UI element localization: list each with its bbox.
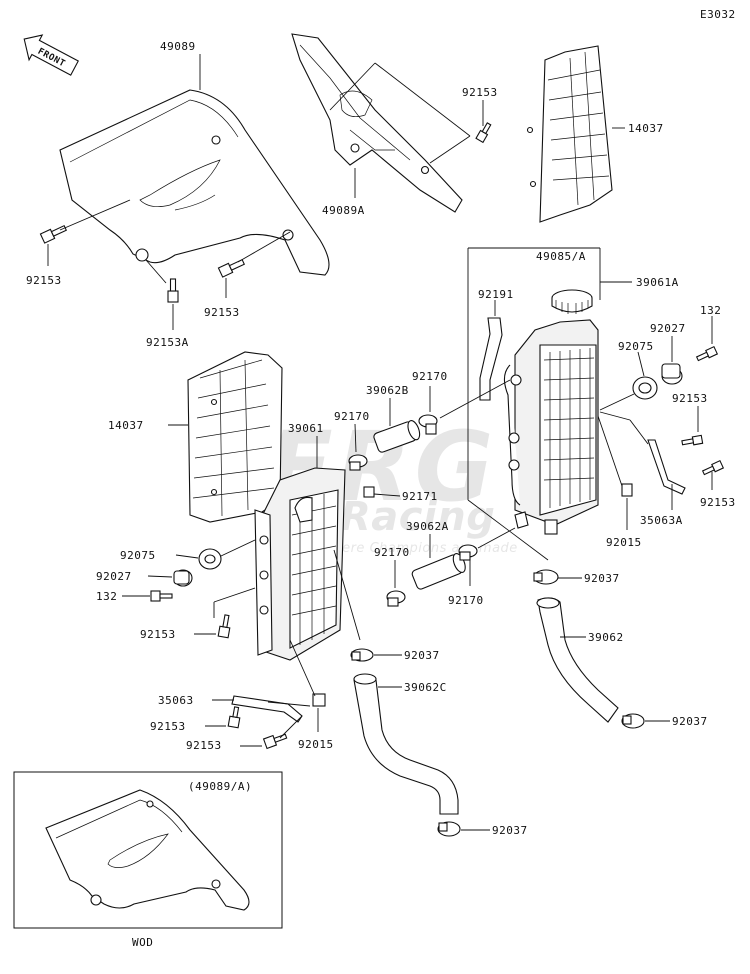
collar-92027-right[interactable] (661, 363, 683, 385)
clamp-92170-b[interactable] (348, 454, 368, 471)
label-132-right: 132 (700, 304, 721, 317)
clamp-92170-d[interactable] (458, 544, 478, 561)
grommet-92075-left[interactable] (198, 548, 222, 570)
label-92153-top: 92153 (462, 86, 498, 99)
radiator-grille-14037-top[interactable] (526, 45, 613, 223)
hose-39062c[interactable] (353, 673, 459, 815)
nut-92015-left[interactable] (312, 693, 326, 707)
label-92153-left-4: 92153 (150, 720, 186, 733)
diagram-id: E3032 (700, 8, 736, 21)
label-92191: 92191 (478, 288, 514, 301)
bolt-92153-right-2[interactable] (701, 459, 725, 477)
hose-39062a[interactable] (411, 552, 468, 590)
hose-39062[interactable] (536, 597, 619, 723)
label-39062: 39062 (588, 631, 624, 644)
label-92037-c: 92037 (672, 715, 708, 728)
bracket-35063[interactable] (231, 695, 303, 723)
nut-92015-right[interactable] (621, 483, 633, 497)
label-92153-left: 92153 (26, 274, 62, 287)
bolt-92153-mid[interactable] (217, 257, 246, 278)
bolt-92153a[interactable] (167, 278, 179, 303)
label-92153-right-1: 92153 (672, 392, 708, 405)
label-35063: 35063 (158, 694, 194, 707)
hose-39062b[interactable] (373, 419, 422, 453)
shroud-cover-49089a[interactable] (291, 33, 463, 213)
label-39062c: 39062C (404, 681, 447, 694)
label-92015-left: 92015 (298, 738, 334, 751)
watermark-brand-sub: Racing (340, 494, 495, 540)
bolt-92153-left[interactable] (39, 223, 68, 244)
label-39062b: 39062B (366, 384, 409, 397)
label-92153-left-3: 92153 (140, 628, 176, 641)
label-14037-left: 14037 (108, 419, 144, 432)
clamp-92170-a[interactable] (418, 414, 438, 435)
label-49089: 49089 (160, 40, 196, 53)
label-49089a: 49089A (322, 204, 365, 217)
shroud-49089a-variant[interactable] (45, 789, 250, 911)
radiator-39061a[interactable] (503, 319, 599, 535)
radiator-shroud-49089[interactable] (59, 89, 330, 276)
collar-92027-left[interactable] (173, 569, 193, 587)
front-arrow-icon: FRONT (23, 34, 79, 76)
label-14037-top: 14037 (628, 122, 664, 135)
watermark-tagline: Where Champions are made (320, 541, 518, 556)
label-92037-a: 92037 (404, 649, 440, 662)
label-35063a: 35063A (640, 514, 683, 527)
label-92153-right-2: 92153 (700, 496, 736, 509)
nut-92171[interactable] (363, 486, 375, 498)
inset-caption: WOD (132, 936, 153, 949)
bolt-132-left[interactable] (150, 590, 173, 602)
label-39062a: 39062A (406, 520, 449, 533)
radiator-grille-14037-left[interactable] (187, 351, 283, 523)
label-92153-left-5: 92153 (186, 739, 222, 752)
bolt-92153-top[interactable] (475, 122, 492, 144)
label-92037-d: 92037 (492, 824, 528, 837)
clamp-92170-c[interactable] (386, 590, 406, 607)
bolt-92153-left-4[interactable] (227, 706, 241, 729)
label-92015-right: 92015 (606, 536, 642, 549)
bolt-92153-right-1[interactable] (681, 434, 704, 446)
label-132-left: 132 (96, 590, 117, 603)
inset-wod: (49089/A) WOD (13, 771, 283, 949)
label-92075-left: 92075 (120, 549, 156, 562)
radiator-cap-49085a[interactable] (551, 289, 593, 314)
grommet-92075-right[interactable] (632, 376, 658, 400)
clamp-92037-b[interactable] (533, 569, 559, 585)
label-92037-b: 92037 (584, 572, 620, 585)
label-49085a: 49085/A (536, 250, 586, 263)
right-radiator-frame (467, 247, 632, 561)
label-92171: 92171 (402, 490, 438, 503)
bolt-92153-left-3[interactable] (217, 614, 232, 639)
radiator-39061[interactable] (254, 467, 346, 661)
label-92170-c: 92170 (374, 546, 410, 559)
label-92170-a: 92170 (412, 370, 448, 383)
label-92170-b: 92170 (334, 410, 370, 423)
bolt-132-right[interactable] (695, 345, 719, 363)
label-92027-right: 92027 (650, 322, 686, 335)
label-92027-left: 92027 (96, 570, 132, 583)
overflow-hose-92191[interactable] (479, 317, 503, 401)
label-92153a-text: 92153A (146, 336, 189, 349)
clamp-92037-a[interactable] (350, 648, 374, 662)
label-39061: 39061 (288, 422, 324, 435)
clamp-92037-d[interactable] (437, 821, 461, 837)
inset-title: (49089/A) (188, 780, 252, 793)
label-92153-mid: 92153 (204, 306, 240, 319)
label-92075-right: 92075 (618, 340, 654, 353)
label-92170-d: 92170 (448, 594, 484, 607)
label-39061a: 39061A (636, 276, 679, 289)
clamp-92037-c[interactable] (621, 713, 645, 729)
bracket-35063a[interactable] (647, 439, 686, 495)
